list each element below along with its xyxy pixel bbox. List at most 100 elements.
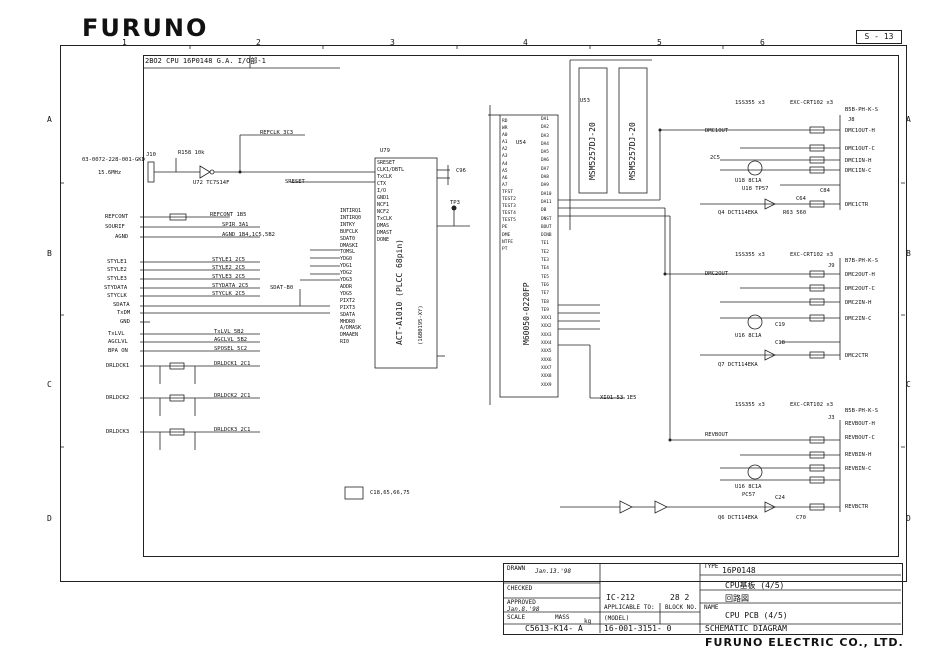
driver1-part-2: U18 8C1A	[735, 178, 762, 184]
net-styclk: STYCLK 2C5	[212, 291, 246, 297]
sig-stydata: STYDATA	[104, 285, 128, 291]
company-name: FURUNO ELECTRIC CO., LTD.	[705, 636, 904, 649]
column-3: 3	[390, 38, 395, 47]
sig-sdata: SDATA	[113, 302, 130, 308]
u72-label: U72 TC7S14F	[193, 180, 230, 186]
furuno-logo: FURUNO	[82, 14, 209, 42]
sig-agnd: AGND	[115, 234, 129, 240]
net-drldck1: DRLDCK1 2C1	[214, 361, 251, 367]
driver3-conn-ref: B5B-PH-K-S	[845, 408, 879, 414]
driver3-conn: EXC-CRT102 x3	[790, 402, 834, 408]
u79-part: ACT-A1010 (PLCC 68pin)	[395, 239, 404, 345]
sig-agclvl: AGCLVL	[108, 339, 128, 345]
row-c-left: C	[47, 380, 52, 389]
net-stydata: STYDATA 2C5	[212, 283, 249, 289]
drawing-code-1: C5613-K14- A	[525, 624, 583, 633]
driver1-out-1: DMC1OUT-H	[845, 128, 875, 134]
driver1-part-5: C64	[796, 196, 806, 202]
u54-ref: U54	[516, 140, 526, 146]
driver1-out-2: DMC1OUT-C	[845, 146, 875, 152]
net-sdat: SDAT-B0	[270, 285, 294, 291]
sheet-number: S - 13	[856, 30, 902, 44]
driver2-conn: EXC-CRT102 x3	[790, 252, 834, 258]
driver3-part-3: Q6 DCT114EKA	[718, 515, 758, 521]
driver2-title: DMC2OUT	[705, 271, 729, 277]
driver1-part-7: C84	[820, 188, 830, 194]
frame-title: 2BO2 CPU 16P0148 G.A. I/O部-1	[145, 57, 266, 65]
driver2-out-3: DMC2IN-H	[845, 300, 872, 306]
driver1-title: DMC1OUT	[705, 128, 729, 134]
net-agnd: AGND 1B4,1C5,5B2	[222, 232, 275, 238]
driver3-out-2: REVBOUT-C	[845, 435, 875, 441]
drawn-date: Jan.13.'98	[535, 568, 572, 575]
u79-note: (16B0195-XY)	[418, 305, 424, 345]
column-5: 5	[657, 38, 662, 47]
mass-unit: kg	[584, 618, 592, 625]
driver1-out-6: DMC1CTR	[845, 202, 869, 208]
sig-style1: STYLE1	[107, 259, 127, 265]
ic-ref: IC-212	[606, 593, 635, 602]
net-refclk: REFCLK 3C3	[260, 130, 294, 136]
scale-label: SCALE	[507, 614, 526, 621]
driver3-out-4: REVBIN-C	[845, 466, 872, 472]
net-sreset: SRESET	[285, 179, 305, 185]
sheet-ref: XIO1-53 1E5	[600, 395, 637, 401]
net-style1: STYLE1 2C5	[212, 257, 246, 263]
sig-txdm: TxDM	[117, 310, 131, 316]
row-a-left: A	[47, 115, 52, 124]
net-style3: STYLE3 2C5	[212, 274, 246, 280]
sig-txlvl: TxLVL	[108, 331, 125, 337]
sig-style3: STYLE3	[107, 276, 127, 282]
driver3-ic: 1SS355 x3	[735, 402, 765, 408]
j10-label: J10	[146, 152, 156, 158]
driver1-out-4: DMC1IN-C	[845, 168, 872, 174]
net-spir: SPIR 3A1	[222, 222, 249, 228]
driver3-title: REVBOUT	[705, 432, 729, 438]
driver2-jack: J9	[828, 263, 835, 269]
tp3-label: TP3	[450, 200, 460, 206]
net-drldck2: DRLDCK2 2C1	[214, 393, 251, 399]
driver2-out-2: DMC2OUT-C	[845, 286, 875, 292]
driver2-out-1: DMC2OUT-H	[845, 272, 875, 278]
u53-part: MSM5257DJ-20	[588, 122, 597, 180]
net-agclvl: AGCLVL 5B2	[214, 337, 248, 343]
sig-style2: STYLE2	[107, 267, 127, 273]
sig-drldck3: DRLDCK3	[106, 429, 130, 435]
r158-label: R158 10k	[178, 150, 205, 156]
net-style2: STYLE2 2C5	[212, 265, 246, 271]
type-label: TYPE	[704, 563, 719, 570]
driver3-out-5: REVBCTR	[845, 504, 869, 510]
net-txlvl: TxLVL 5B2	[214, 329, 244, 335]
jp-title: CPU基板 (4/5)	[725, 581, 785, 590]
driver2-part-3: C19	[775, 322, 785, 328]
checked-label: CHECKED	[507, 585, 533, 592]
type-value: 16P0148	[722, 566, 756, 575]
driver1-part-1: 2C5	[710, 155, 720, 161]
driver1-ic: 1SS355 x3	[735, 100, 765, 106]
u54-part: M60050-0220FP	[522, 282, 531, 345]
driver2-ic: 1SS355 x3	[735, 252, 765, 258]
caps-note: C18,65,66,75	[370, 490, 410, 496]
title-block	[503, 563, 903, 635]
mass-label: MASS	[555, 614, 570, 621]
driver2-out-4: DMC2IN-C	[845, 316, 872, 322]
jp-subtitle: 回路図	[725, 594, 749, 603]
driver1-conn-ref: B5B-PH-K-S	[845, 107, 879, 113]
driver3-jack: J3	[828, 415, 835, 421]
u53-ref: U53	[580, 98, 590, 104]
driver3-part-1: U16 8C1A	[735, 484, 762, 490]
diagram-label: SCHEMATIC DIAGRAM	[705, 624, 787, 633]
net-drldck3: DRLDCK3 2C1	[214, 427, 251, 433]
connector-ref: 03-0072-228-001-GKD	[82, 157, 145, 163]
driver2-out-7: DMC2CTR	[845, 353, 869, 359]
driver3-part-2: PC57	[742, 492, 756, 498]
crystal-freq: 15.6MHz	[98, 170, 122, 176]
sheet-num: 28 2	[670, 593, 690, 602]
column-1: 1	[122, 38, 127, 47]
column-6: 6	[760, 38, 765, 47]
column-2: 2	[256, 38, 261, 47]
driver1-out-3: DMC1IN-H	[845, 158, 872, 164]
driver2-part-1: U16 8C1A	[735, 333, 762, 339]
